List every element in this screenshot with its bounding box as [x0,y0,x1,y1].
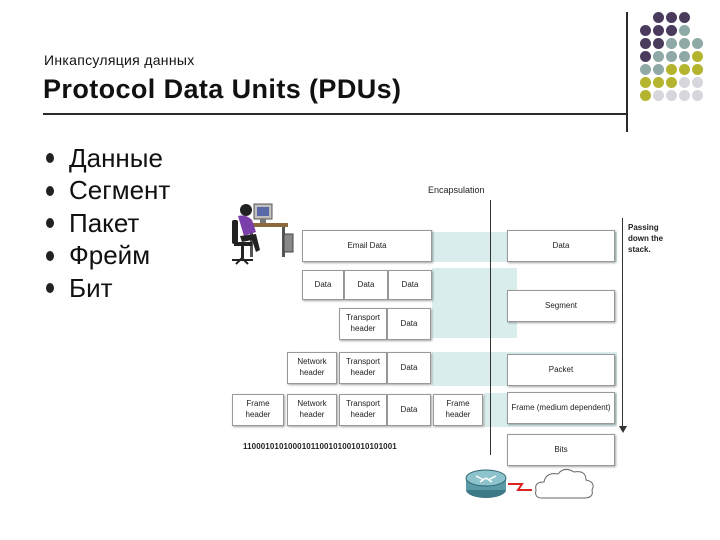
passing-down-label: Passing down the stack. [628,222,663,256]
bullet-icon [46,283,54,293]
decorative-dot [666,90,677,101]
decorative-dot [640,51,651,62]
layer-band-segment [432,268,517,338]
decorative-dot [692,90,703,101]
decorative-dot [679,51,690,62]
decorative-dot [640,25,651,36]
decorative-dot [692,51,703,62]
decorative-dot [679,64,690,75]
decorative-dot [653,77,664,88]
bullet-item: Сегмент [46,175,170,208]
bullet-item: Данные [46,142,170,175]
decorative-dot [679,38,690,49]
bullet-label: Бит [69,273,113,304]
serial-link-icon [508,484,532,490]
layer-segment-box: Segment [507,290,615,322]
vertical-divider [626,12,628,132]
encapsulation-label: Encapsulation [428,185,485,195]
decorative-dot [692,77,703,88]
layer-frame-box: Frame (medium dependent) [507,392,615,424]
bullet-item: Пакет [46,207,170,240]
layer-data-box: Data [507,230,615,262]
encapsulation-axis-line [490,200,491,455]
decorative-dot [692,38,703,49]
bullet-list: Данные Сегмент Пакет Фрейм Бит [46,142,170,305]
bullet-label: Фрейм [69,240,150,271]
bullet-item: Фрейм [46,240,170,273]
frame-trailer-box: Frame header [433,394,483,426]
network-header-box: Network header [287,352,337,384]
decorative-dot [666,51,677,62]
decorative-dot [666,12,677,23]
decorative-dot [666,25,677,36]
bullet-icon [46,251,54,261]
decorative-dot [640,38,651,49]
bullet-label: Сегмент [69,175,170,206]
decorative-dot [640,77,651,88]
bullet-icon [46,153,54,163]
cloud-icon [536,469,594,498]
network-header-box: Network header [287,394,337,426]
segment-data-box: Data [344,270,388,300]
title-divider [43,113,628,115]
person-at-computer-icon [226,198,298,270]
segment-data-box: Data [302,270,344,300]
decorative-dot [679,12,690,23]
bullet-label: Данные [69,143,163,174]
router-icon [466,470,506,498]
bit-stream: 1100010101000101100101001010101001 [243,442,397,451]
decorative-dot [653,12,664,23]
bullet-item: Бит [46,272,170,305]
decorative-dot [640,90,651,101]
decorative-dot [653,64,664,75]
decorative-dot [679,77,690,88]
decorative-dot [666,77,677,88]
decorative-dot [666,38,677,49]
layer-packet-box: Packet [507,354,615,386]
decorative-dot [653,90,664,101]
transport-header-box: Transport header [339,352,387,384]
segment-payload-box: Data [387,308,431,340]
decorative-dot-grid [640,12,700,120]
decorative-dot [679,25,690,36]
decorative-dot [653,25,664,36]
packet-payload-box: Data [387,352,431,384]
decorative-dot [666,64,677,75]
transport-header-box: Transport header [339,308,387,340]
frame-header-box: Frame header [232,394,284,426]
email-data-box: Email Data [302,230,432,262]
segment-data-box: Data [388,270,432,300]
decorative-dot [653,38,664,49]
transport-header-box: Transport header [339,394,387,426]
slide-subtitle: Инкапсуляция данных [44,52,195,68]
bullet-icon [46,186,54,196]
slide-title: Protocol Data Units (PDUs) [43,74,401,105]
network-illustration [464,460,604,510]
bullet-icon [46,218,54,228]
passing-arrow-line [622,218,623,428]
decorative-dot [679,90,690,101]
frame-payload-box: Data [387,394,431,426]
decorative-dot [692,64,703,75]
decorative-dot [640,64,651,75]
bullet-label: Пакет [69,208,139,239]
arrow-down-icon [619,426,627,433]
decorative-dot [653,51,664,62]
